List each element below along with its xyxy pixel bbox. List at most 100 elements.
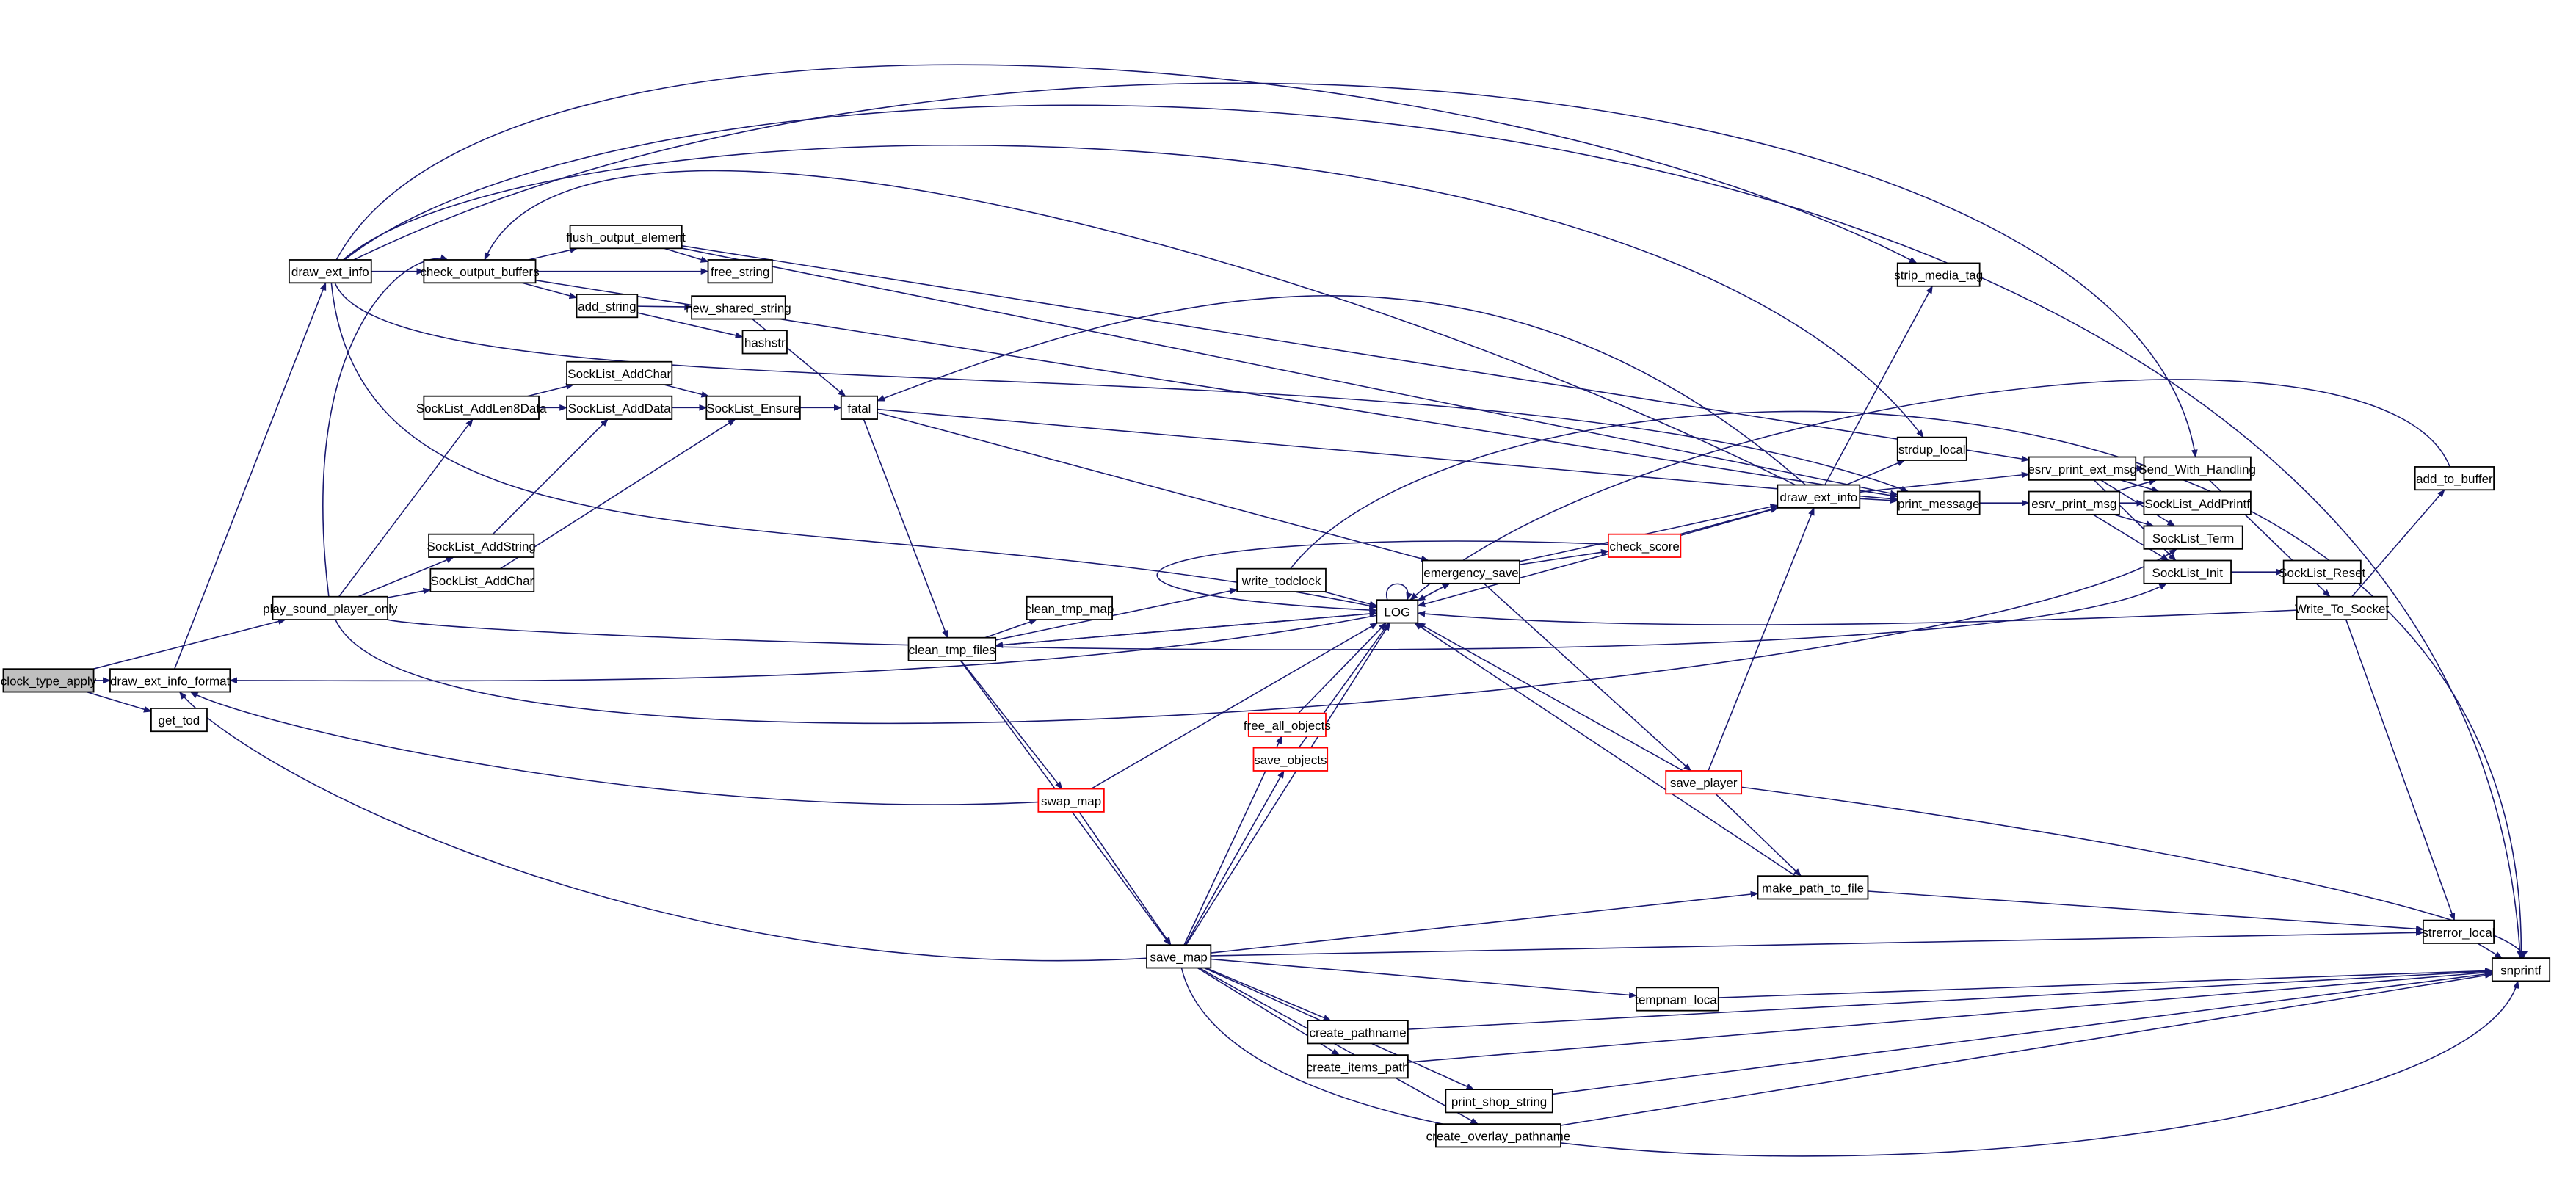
edge-make_path_to_file-to-strerror_local: [1868, 890, 2424, 932]
node-save-player[interactable]: save_player: [1665, 770, 1743, 795]
node-create-items-path[interactable]: create_items_path: [1307, 1054, 1409, 1079]
node-label: emergency_save: [1423, 566, 1518, 580]
edge-check_score-to-LOG: [1156, 540, 1608, 614]
node-strerror-local[interactable]: strerror_local: [2422, 919, 2495, 944]
node-send-with-handling[interactable]: Send_With_Handling: [2138, 456, 2256, 481]
node-save-map[interactable]: save_map: [1146, 944, 1212, 969]
node-fatal[interactable]: fatal: [840, 395, 878, 420]
node-label: hashstr: [744, 335, 786, 349]
node-draw-ext-info-format[interactable]: draw_ext_info_format: [109, 668, 231, 693]
edge-check_output_buffers-to-flush_output_element: [528, 247, 578, 261]
node-save-objects[interactable]: save_objects: [1252, 747, 1329, 772]
node-socklist-term[interactable]: SockList_Term: [2143, 525, 2243, 550]
node-hashstr[interactable]: hashstr: [741, 330, 788, 355]
node-log[interactable]: LOG: [1376, 599, 1419, 624]
node-free-string[interactable]: free_string: [707, 259, 773, 284]
node-label: SockList_AddData: [568, 402, 671, 416]
node-box: [428, 533, 535, 558]
node-label: get_tod: [159, 714, 200, 728]
node-print-shop-string[interactable]: print_shop_string: [1445, 1089, 1553, 1114]
edge-swap_map-to-draw_ext_info_format: [189, 691, 1039, 805]
node-flush-output-element[interactable]: flush_output_element: [566, 225, 686, 250]
node-swap-map[interactable]: swap_map: [1037, 788, 1105, 813]
node-make-path-to-file[interactable]: make_path_to_file: [1757, 875, 1869, 900]
node-socklist-addstring[interactable]: SockList_AddString: [427, 533, 536, 558]
edge-draw_ext_info_format-to-draw_ext_info_L: [174, 282, 327, 670]
node-label: write_todclock: [1241, 574, 1321, 588]
node-get-tod[interactable]: get_tod: [150, 708, 208, 733]
node-box: [2028, 456, 2137, 481]
edge-SockList_AddChar_T-to-SockList_Ensure: [664, 384, 710, 398]
node-clock-type-apply[interactable]: clock_type_apply: [1, 668, 97, 693]
node-box: [576, 294, 639, 319]
node-label: draw_ext_info: [291, 265, 369, 279]
edge-draw_ext_info_L-to-print_message: [334, 283, 1909, 493]
node-socklist-reset[interactable]: SockList_Reset: [2279, 559, 2366, 584]
edge-create_pathname-to-snprintf: [1407, 968, 2493, 1030]
node-tempnam-local[interactable]: tempnam_local: [1635, 987, 1720, 1012]
node-socklist-addchar-t[interactable]: SockList_AddChar: [566, 360, 673, 385]
node-box: [2143, 559, 2232, 584]
node-strip-media-tag[interactable]: strip_media_tag: [1894, 262, 1983, 287]
edge-draw_ext_info_L-to-snprintf: [344, 104, 2523, 959]
node-box: [1777, 484, 1861, 509]
node-box: [707, 259, 773, 284]
node-box: [2143, 490, 2252, 515]
node-esrv-print-ext-msg[interactable]: esrv_print_ext_msg: [2028, 456, 2137, 481]
node-clean-tmp-files[interactable]: clean_tmp_files: [907, 636, 997, 661]
node-draw-ext-info-r[interactable]: draw_ext_info: [1777, 484, 1861, 509]
edge-draw_ext_info_L-to-LOG: [330, 283, 1378, 609]
edge-swap_map-to-save_map: [1078, 811, 1172, 946]
node-write-to-socket[interactable]: Write_To_Socket: [2295, 595, 2389, 620]
node-label: SockList_Ensure: [706, 402, 800, 416]
node-free-all-objects[interactable]: free_all_objects: [1244, 712, 1331, 737]
node-socklist-ensure[interactable]: SockList_Ensure: [705, 395, 801, 420]
node-box: [1376, 599, 1419, 624]
node-socklist-adddata[interactable]: SockList_AddData: [566, 395, 673, 420]
node-box: [1665, 770, 1743, 795]
node-label: SockList_Reset: [2279, 566, 2365, 580]
node-write-todclock[interactable]: write_todclock: [1236, 567, 1327, 592]
node-add-string[interactable]: add_string: [576, 294, 639, 319]
edge-emergency_save-to-check_score: [1519, 548, 1609, 565]
edge-play_sound_player_only-to-SockList_AddLen8Data: [338, 418, 474, 598]
node-label: SockList_AddLen8Data: [416, 402, 547, 416]
node-draw-ext-info-l[interactable]: draw_ext_info: [288, 259, 372, 284]
node-create-pathname[interactable]: create_pathname: [1307, 1020, 1409, 1045]
nodes-layer: clock_type_apply draw_ext_info_format get_…: [1, 225, 2551, 1148]
edge-flush_output_element-to-esrv_print_ext_msg: [681, 244, 2030, 462]
edge-create_items_path-to-snprintf: [1407, 969, 2493, 1063]
node-create-overlay-pathname[interactable]: create_overlay_pathname: [1426, 1123, 1571, 1148]
node-socklist-addlen8data[interactable]: SockList_AddLen8Data: [416, 395, 547, 420]
node-label: SockList_AddString: [427, 540, 536, 554]
node-clean-tmp-map[interactable]: clean_tmp_map: [1025, 595, 1114, 620]
node-strdup-local[interactable]: strdup_local: [1896, 436, 1967, 461]
node-box: [272, 595, 389, 620]
node-label: SockList_AddPrintf: [2144, 497, 2250, 511]
node-play-sound-player-only[interactable]: play_sound_player_only: [263, 595, 398, 620]
edge-clean_tmp_files-to-swap_map: [960, 660, 1063, 790]
node-box: [1037, 788, 1105, 813]
node-print-message[interactable]: print_message: [1896, 490, 1981, 515]
node-check-score[interactable]: check_score: [1607, 533, 1682, 558]
node-box: [1252, 747, 1329, 772]
node-socklist-addprintf[interactable]: SockList_AddPrintf: [2143, 490, 2252, 515]
edge-strerror_local-to-snprintf: [2477, 943, 2503, 959]
edge-SockList_AddLen8Data-to-SockList_AddChar_T: [527, 383, 575, 397]
edge-esrv_print_msg-to-Send_With_Handling: [2115, 479, 2158, 493]
node-socklist-init[interactable]: SockList_Init: [2143, 559, 2232, 584]
node-new-shared-string[interactable]: new_shared_string: [686, 295, 791, 320]
node-snprintf[interactable]: snprintf: [2491, 957, 2551, 982]
edge-esrv_print_msg-to-SockList_Init: [2092, 514, 2169, 562]
node-esrv-print-msg[interactable]: esrv_print_msg: [2028, 490, 2120, 515]
node-box: [109, 668, 231, 693]
node-label: strdup_local: [1898, 443, 1966, 457]
node-box: [1422, 559, 1520, 584]
node-check-output-buffers[interactable]: check_output_buffers: [420, 259, 540, 284]
node-label: save_player: [1670, 776, 1738, 790]
node-label: fatal: [847, 402, 871, 416]
node-emergency-save[interactable]: emergency_save: [1422, 559, 1520, 584]
node-add-to-buffer[interactable]: add_to_buffer: [2414, 466, 2495, 491]
node-socklist-addchar-b[interactable]: SockList_AddChar: [429, 567, 535, 592]
